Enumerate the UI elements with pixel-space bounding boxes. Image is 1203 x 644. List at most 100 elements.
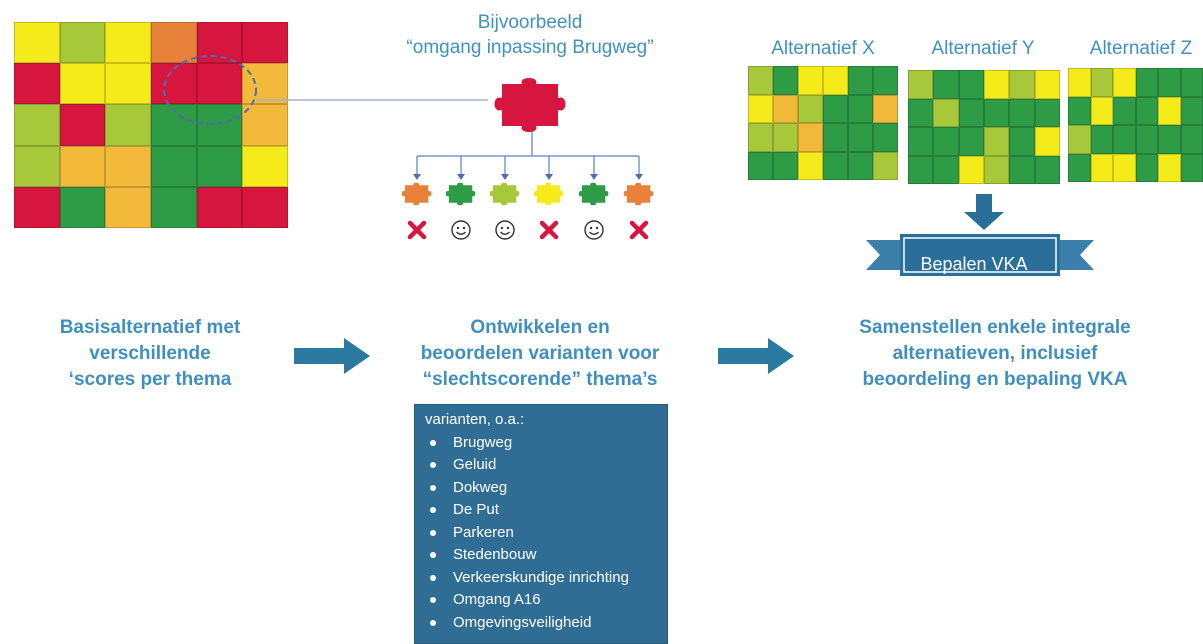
puzzle-tile [748, 95, 773, 124]
alternative-y-puzzle [908, 70, 1060, 184]
alternative-x-label: Alternatief X [748, 36, 898, 61]
puzzle-tile [959, 99, 984, 128]
puzzle-tile [1091, 125, 1114, 154]
puzzle-tile [773, 95, 798, 124]
smiley-icon [583, 219, 605, 241]
puzzle-tile [1113, 68, 1136, 97]
tree-arrowhead [590, 174, 598, 180]
puzzle-tile [748, 66, 773, 95]
puzzle-tile [873, 66, 898, 95]
puzzle-tile [1158, 68, 1181, 97]
puzzle-tile [848, 152, 873, 181]
red-puzzle-piece-icon [488, 76, 574, 134]
right-arrow-icon-2 [716, 336, 796, 376]
variant-item: Parkeren [425, 522, 657, 545]
variant-item: Brugweg [425, 432, 657, 455]
puzzle-tile [1181, 125, 1203, 154]
variant-item: De Put [425, 499, 657, 522]
variant-piece-icon [576, 181, 612, 207]
puzzle-tile [823, 66, 848, 95]
puzzle-tile [873, 95, 898, 124]
puzzle-tile [748, 123, 773, 152]
puzzle-tile [1136, 154, 1159, 183]
variant-item: Omgang A16 [425, 589, 657, 612]
variant-piece-icon [399, 181, 435, 207]
step-2-text: Ontwikkelen en beoordelen varianten voor… [385, 315, 695, 393]
puzzle-tile [908, 99, 933, 128]
puzzle-tile [1009, 70, 1034, 99]
right-arrow-icon-1 [292, 336, 372, 376]
variant-piece-icon [487, 181, 523, 207]
cross-icon [406, 219, 428, 241]
puzzle-tile [873, 152, 898, 181]
step-3-text: Samenstellen enkele integrale alternatie… [820, 315, 1170, 393]
variant-item: Stedenbouw [425, 544, 657, 567]
puzzle-tile [1009, 156, 1034, 185]
puzzle-tile [908, 127, 933, 156]
puzzle-tile [959, 127, 984, 156]
alternative-x-puzzle [748, 66, 898, 180]
puzzle-tile [933, 99, 958, 128]
puzzle-tile [1158, 125, 1181, 154]
step-1-text: Basisalternatief met verschillende ‘scor… [20, 315, 280, 393]
puzzle-tile [1181, 68, 1203, 97]
tree-drops [413, 156, 643, 180]
cross-icon [538, 219, 560, 241]
puzzle-tile [823, 123, 848, 152]
puzzle-tile [1068, 97, 1091, 126]
puzzle-tile [1035, 99, 1060, 128]
puzzle-tile [1158, 97, 1181, 126]
puzzle-tile [1136, 68, 1159, 97]
variant-item: Verkeerskundige inrichting [425, 567, 657, 590]
variant-piece-icon [531, 181, 567, 207]
puzzle-tile [848, 95, 873, 124]
tree-arrowhead [545, 174, 553, 180]
puzzle-tile [1113, 125, 1136, 154]
puzzle-tile [1009, 127, 1034, 156]
puzzle-tile [984, 156, 1009, 185]
tree-arrowhead [457, 174, 465, 180]
puzzle-tile [798, 152, 823, 181]
puzzle-tile [959, 70, 984, 99]
puzzle-tile [1113, 154, 1136, 183]
puzzle-tile [933, 70, 958, 99]
puzzle-tile [933, 127, 958, 156]
puzzle-tile [908, 156, 933, 185]
highlight-ellipse [164, 56, 256, 124]
puzzle-tile [823, 95, 848, 124]
alternative-z-label: Alternatief Z [1066, 36, 1203, 61]
puzzle-tile [1136, 125, 1159, 154]
puzzle-tile [1091, 68, 1114, 97]
tree-arrowhead [501, 174, 509, 180]
puzzle-tile [1136, 97, 1159, 126]
puzzle-tile [798, 123, 823, 152]
variants-title: varianten, o.a.: [425, 409, 657, 432]
puzzle-tile [773, 152, 798, 181]
smiley-icon [494, 219, 516, 241]
puzzle-tile [1068, 154, 1091, 183]
variant-item: Dokweg [425, 477, 657, 500]
puzzle-tile [1068, 68, 1091, 97]
alternative-z-puzzle [1068, 68, 1203, 182]
puzzle-tile [1035, 156, 1060, 185]
puzzle-tile [1181, 97, 1203, 126]
puzzle-tile [908, 70, 933, 99]
puzzle-tile [959, 156, 984, 185]
puzzle-tile [1158, 154, 1181, 183]
puzzle-tile [984, 127, 1009, 156]
puzzle-tile [1091, 154, 1114, 183]
variant-piece-icon [443, 181, 479, 207]
cross-icon [628, 219, 650, 241]
puzzle-tile [1035, 70, 1060, 99]
puzzle-tile [1068, 125, 1091, 154]
puzzle-tile [1181, 154, 1203, 183]
example-line-2: “omgang inpassing Brugweg” [360, 35, 700, 60]
puzzle-tile [848, 66, 873, 95]
puzzle-tile [1113, 97, 1136, 126]
down-arrow-icon [964, 194, 1004, 230]
variant-piece-icon [621, 181, 657, 207]
example-caption: Bijvoorbeeld “omgang inpassing Brugweg” [360, 10, 700, 60]
puzzle-tile [823, 152, 848, 181]
puzzle-tile [798, 66, 823, 95]
